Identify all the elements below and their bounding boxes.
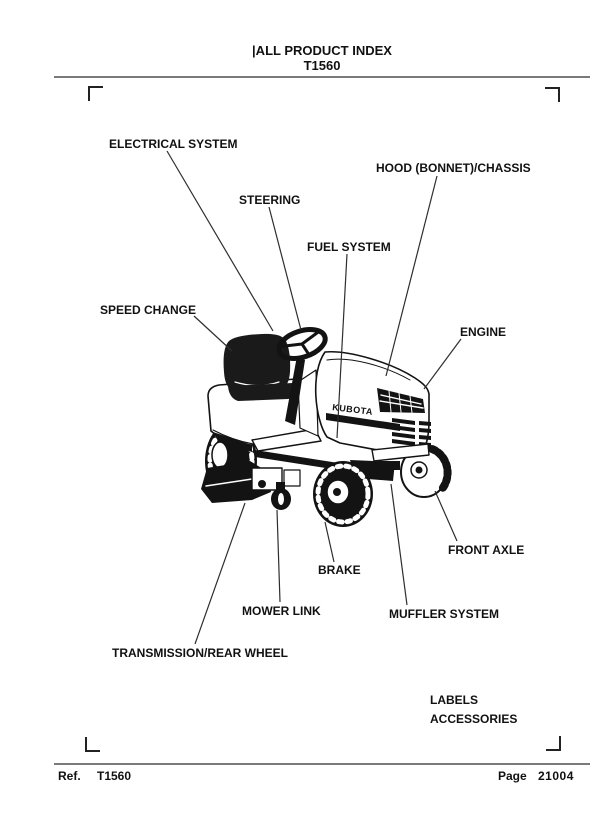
callout-labels[interactable]: LABELS [430,693,478,707]
callout-transmission-rear-wheel[interactable]: TRANSMISSION/REAR WHEEL [112,646,289,660]
tractor-illustration: KUBOTA [201,327,452,527]
model-number: T1560 [303,58,341,73]
footer-ref-value: T1560 [97,769,132,783]
callout-hood-bonnet-chassis[interactable]: HOOD (BONNET)/CHASSIS [376,161,531,175]
caster-wheel [271,482,291,510]
callout-speed-change[interactable]: SPEED CHANGE [100,303,197,317]
leader-transmission-rear-wheel [194,502,246,645]
footer-page-label: Page [498,769,527,783]
leader-lines [166,150,462,645]
leader-fuel-system [336,253,348,439]
callout-electrical-system[interactable]: ELECTRICAL SYSTEM [109,137,238,151]
footer-rule [54,763,590,765]
callout-mower-link[interactable]: MOWER LINK [242,604,321,618]
leader-electrical-system [166,150,274,332]
hood-stripe [326,413,400,431]
crop-mark-bottom-right [546,736,561,751]
title-block: |ALL PRODUCT INDEX T1560 [52,43,592,73]
leader-mower-link [276,509,281,603]
leader-front-axle [434,490,458,542]
footer-ref-label: Ref. [58,769,81,783]
callout-front-axle[interactable]: FRONT AXLE [448,543,525,557]
leader-muffler-system [390,483,408,606]
callout-brake[interactable]: BRAKE [318,563,361,577]
callout-accessories[interactable]: ACCESSORIES [430,712,518,726]
callout-steering[interactable]: STEERING [239,193,301,207]
front-bumper [371,443,430,462]
kubota-decal: KUBOTA [332,402,374,417]
crop-mark-top-right [545,87,560,102]
chassis [213,428,395,491]
hood: KUBOTA [314,351,431,470]
leader-steering [268,206,302,331]
steering-column [285,356,319,437]
crop-mark-top-left [88,86,103,101]
callout-fuel-system[interactable]: FUEL SYSTEM [307,240,391,254]
front-grille [392,418,431,447]
crop-mark-bottom-left [85,737,100,752]
leader-speed-change [193,315,233,352]
front-left-wheel [313,461,373,527]
seat [223,333,298,401]
steering-wheel [276,327,328,361]
leader-engine [423,338,462,390]
callout-muffler-system[interactable]: MUFFLER SYSTEM [389,607,499,621]
front-right-wheel [400,445,452,498]
leader-hood-bonnet-chassis [385,175,438,377]
footer-page-value: 21004 [538,769,574,783]
leader-brake [324,521,335,563]
page-title: |ALL PRODUCT INDEX [252,43,392,58]
header-rule [54,76,590,78]
callout-engine[interactable]: ENGINE [460,325,507,339]
